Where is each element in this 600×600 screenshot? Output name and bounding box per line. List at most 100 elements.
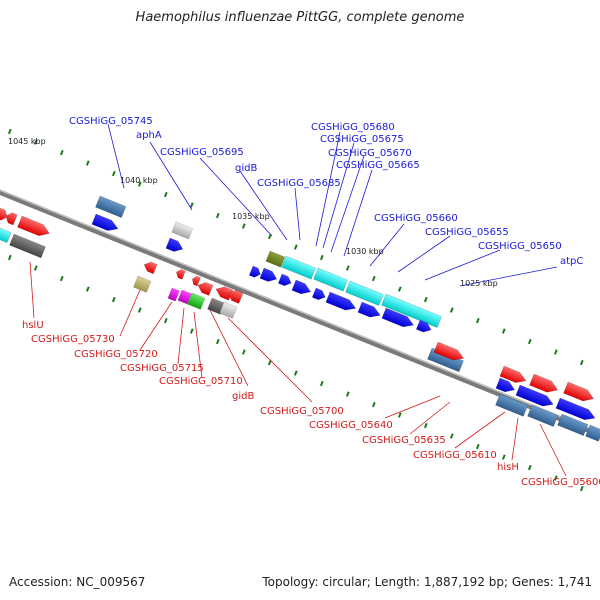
gene-feature <box>433 341 465 361</box>
tick-dot-outer <box>293 244 298 250</box>
gene-feature <box>291 279 312 295</box>
tick-dot-inner <box>85 286 90 292</box>
gene-feature-shape <box>177 289 192 305</box>
reverse-gene-label: CGSHiGG_05640 <box>309 420 393 431</box>
gene-feature <box>585 424 600 442</box>
reverse-callout-line <box>209 309 249 387</box>
gene-feature-shape <box>91 213 119 231</box>
tick-dot-inner <box>579 485 584 492</box>
gene-feature-shape <box>529 373 559 393</box>
gene-feature-shape <box>495 393 529 417</box>
gene-feature-shape <box>311 287 326 301</box>
reverse-gene-label: hisH <box>497 462 519 473</box>
gene-feature <box>265 250 286 268</box>
forward-callout-line <box>149 141 193 211</box>
forward-gene-label: CGSHiGG_05675 <box>320 134 404 145</box>
gene-feature <box>215 286 234 301</box>
tick-dot-outer <box>85 160 90 166</box>
reverse-callout-line <box>539 423 567 477</box>
position-tick-label: 1025 kbp <box>460 279 498 288</box>
forward-callout-line <box>369 223 405 267</box>
forward-gene-label: atpC <box>560 256 583 267</box>
gene-feature-shape <box>176 269 186 280</box>
gene-feature <box>187 292 206 310</box>
gene-feature-shape <box>313 267 348 292</box>
gene-feature-shape <box>143 261 158 275</box>
reverse-callout-line <box>139 301 173 351</box>
tick-dot-outer <box>319 254 324 261</box>
gene-feature <box>0 227 12 244</box>
gene-feature <box>495 377 516 393</box>
reverse-gene-label: CGSHiGG_05600 <box>521 477 600 488</box>
tick-dot-outer <box>241 223 246 229</box>
gene-feature-shape <box>165 237 184 252</box>
tick-dot-inner <box>293 370 298 376</box>
tick-dot-inner <box>345 391 350 397</box>
gene-feature-shape <box>357 301 381 318</box>
tick-dot-outer <box>423 296 428 303</box>
gene-feature-shape <box>381 307 415 328</box>
map-title: Haemophilus influenzae PittGG, complete … <box>135 10 465 25</box>
position-tick-label: 1040 kbp <box>120 176 158 185</box>
accession-text: Accession: NC_009567 <box>9 575 146 589</box>
tick-dot-inner <box>319 380 324 387</box>
tick-dot-outer <box>59 149 64 156</box>
gene-feature-shape <box>0 207 8 221</box>
forward-callout-line <box>315 131 341 247</box>
forward-callout-line <box>322 142 355 249</box>
reverse-gene-label: CGSHiGG_05635 <box>362 435 446 446</box>
tick-dot-outer <box>579 359 584 366</box>
forward-callout-line <box>239 170 288 241</box>
gene-feature <box>95 195 127 218</box>
forward-gene-label: CGSHiGG_05695 <box>160 147 244 158</box>
gene-feature <box>381 293 442 328</box>
gene-feature <box>313 267 348 292</box>
gene-feature <box>529 373 559 393</box>
forward-gene-label: CGSHiGG_05670 <box>328 148 412 159</box>
gene-feature <box>197 282 214 296</box>
tick-dot-inner <box>553 475 558 481</box>
forward-gene-label: CGSHiGG_05660 <box>374 213 458 224</box>
tick-dot-inner <box>475 443 480 450</box>
genome-summary-text: Topology: circular; Length: 1,887,192 bp… <box>262 575 592 589</box>
reverse-gene-label: CGSHiGG_05730 <box>31 334 115 345</box>
reverse-gene-label: gidB <box>232 391 254 402</box>
reverse-callout-line <box>409 401 451 435</box>
tick-dot-outer <box>137 181 142 187</box>
forward-callout-line <box>424 249 501 281</box>
reverse-gene-label: CGSHiGG_05715 <box>120 363 204 374</box>
gene-feature <box>381 307 415 328</box>
gene-feature <box>143 261 158 275</box>
reverse-callout-line <box>193 311 203 379</box>
reverse-callout-line <box>384 395 441 419</box>
reverse-gene-label: CGSHiGG_05710 <box>159 376 243 387</box>
backbone-highlight <box>0 189 600 434</box>
tick-dot-outer <box>553 349 558 355</box>
gene-feature <box>176 269 186 280</box>
gene-feature <box>499 365 527 383</box>
position-tick-label: 1045 kbp <box>8 137 46 146</box>
forward-gene-label: CGSHiGG_05665 <box>336 160 420 171</box>
gene-feature-shape <box>17 215 50 237</box>
gene-feature <box>557 413 589 436</box>
gene-feature-shape <box>248 265 261 278</box>
gene-feature <box>0 207 8 221</box>
gene-feature <box>357 301 381 318</box>
gene-feature <box>259 267 278 282</box>
gene-feature-shape <box>555 397 596 421</box>
reverse-callout-line <box>177 307 185 365</box>
gene-feature-shape <box>133 275 152 293</box>
reverse-gene-label: CGSHiGG_05720 <box>74 349 158 360</box>
tick-dot-outer <box>163 191 168 198</box>
reverse-callout-line <box>511 417 519 461</box>
forward-callout-line <box>107 123 125 189</box>
gene-feature <box>177 289 192 305</box>
gene-feature-shape <box>415 319 432 333</box>
gene-feature-shape <box>585 424 600 442</box>
gene-feature <box>227 290 244 304</box>
tick-dot-outer <box>33 139 38 145</box>
gene-feature-shape <box>219 301 238 319</box>
gene-feature <box>5 212 18 226</box>
